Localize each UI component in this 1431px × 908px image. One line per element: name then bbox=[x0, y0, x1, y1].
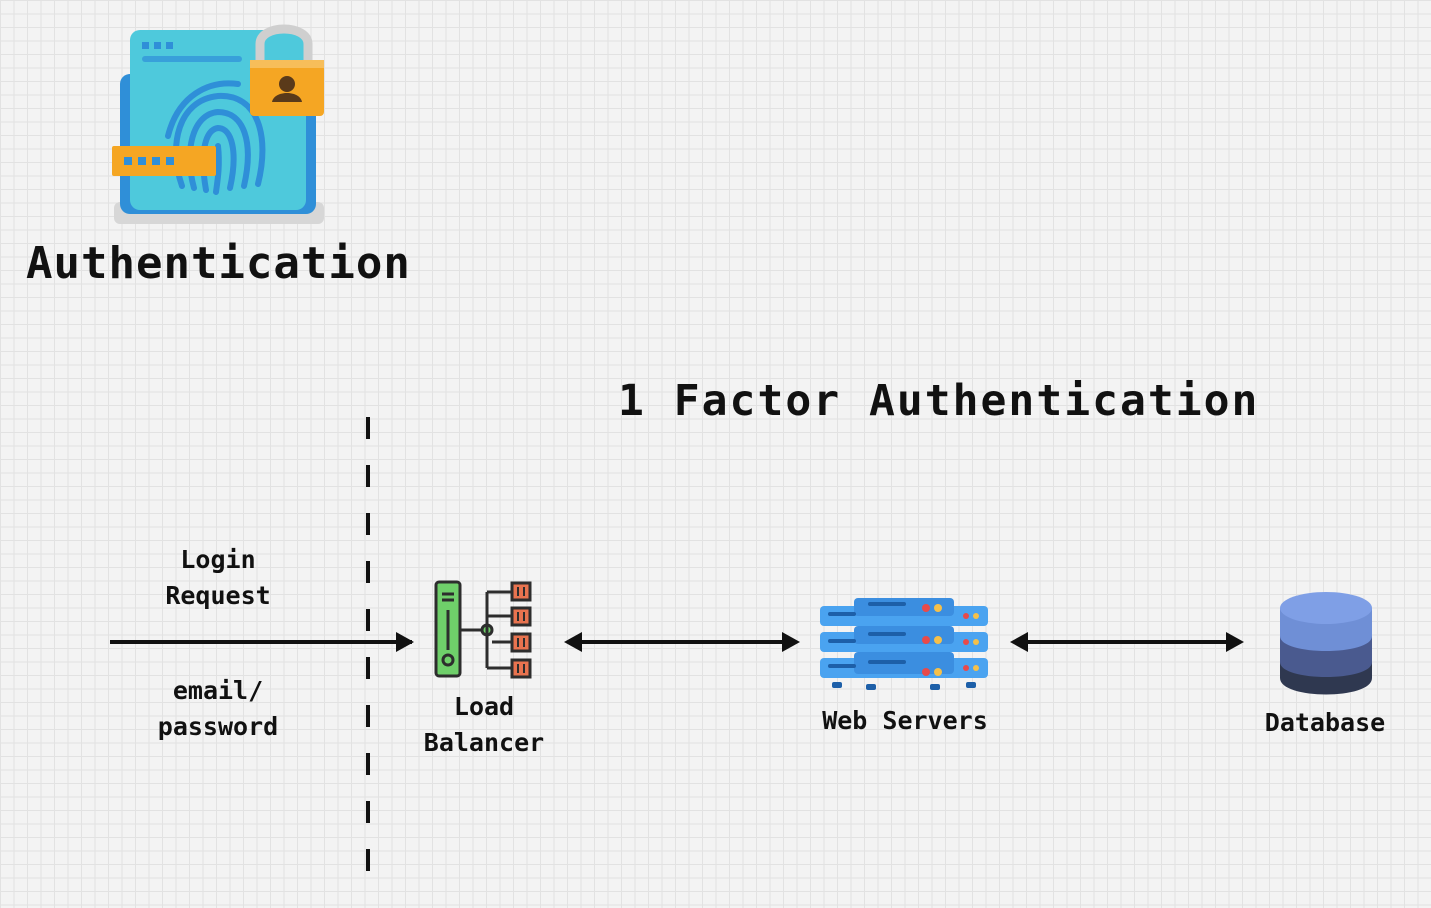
database-label: Database bbox=[1225, 705, 1425, 741]
payload-label-line2: password bbox=[157, 712, 279, 741]
load-balancer-icon bbox=[432, 578, 536, 680]
database-label-line1: Database bbox=[1264, 708, 1386, 737]
request-label-line1: Login bbox=[180, 545, 256, 574]
web-servers-label-line1: Web Servers bbox=[822, 706, 988, 735]
request-label-line2: Request bbox=[165, 581, 271, 610]
load-balancer-label: Load Balancer bbox=[384, 689, 584, 761]
diagram-title: 1 Factor Authentication bbox=[618, 376, 1260, 426]
fingerprint-lock-icon bbox=[108, 16, 328, 228]
web-servers-label: Web Servers bbox=[790, 703, 1020, 739]
page-title: Authentication bbox=[26, 238, 411, 289]
server-rack-icon bbox=[818, 594, 990, 694]
database-icon bbox=[1276, 588, 1376, 698]
load-balancer-label-line1: Load bbox=[453, 692, 515, 721]
request-label: Login Request bbox=[118, 542, 318, 614]
load-balancer-label-line2: Balancer bbox=[423, 728, 545, 757]
payload-label-line1: email/ bbox=[172, 676, 264, 705]
payload-label: email/ password bbox=[118, 673, 318, 745]
